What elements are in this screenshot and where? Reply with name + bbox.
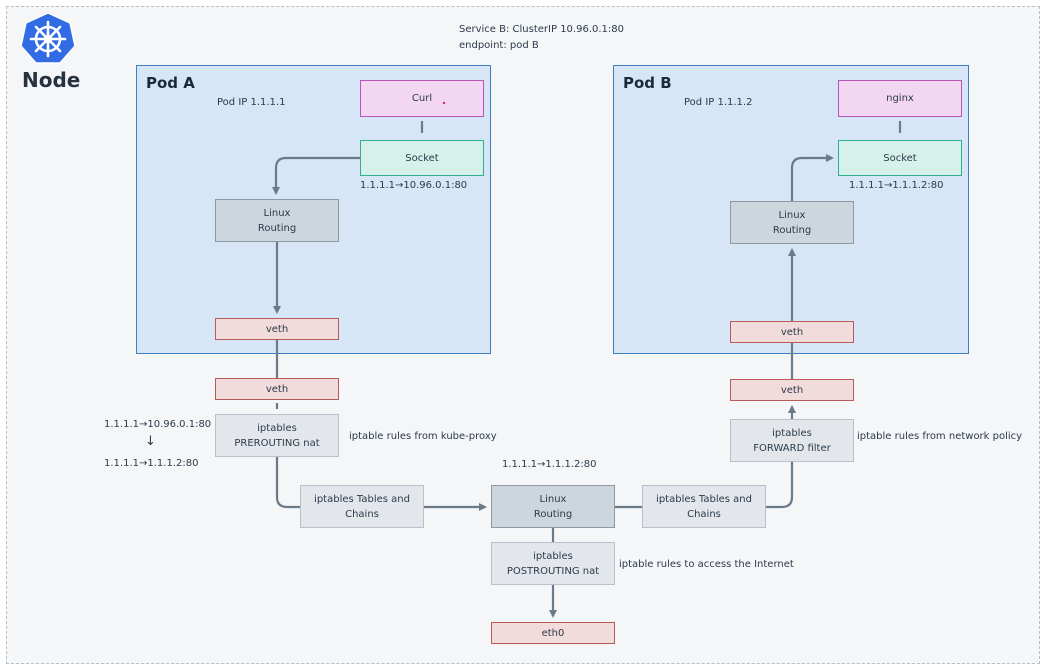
service-label: Service B: ClusterIP 10.96.0.1:80 xyxy=(459,24,624,35)
tables-forward-connector xyxy=(766,462,794,509)
host-routing-note: 1.1.1.1→1.1.1.2:80 xyxy=(502,459,597,470)
host-routing-box: Linux Routing xyxy=(491,485,615,528)
postrouting-note: iptable rules to access the Internet xyxy=(619,559,794,570)
prerouting-note: iptable rules from kube-proxy xyxy=(349,431,497,442)
pod-a-curl-box: Curl xyxy=(360,80,484,117)
socket-routing-arrow-a xyxy=(272,156,360,195)
host-veth-b-box: veth xyxy=(730,379,854,401)
dnat-from-label: 1.1.1.1→10.96.0.1:80 xyxy=(104,419,212,430)
eth0-box: eth0 xyxy=(491,622,615,644)
prerouting-tables-connector xyxy=(275,457,300,509)
pod-a-title: Pod A xyxy=(146,74,195,92)
dnat-arrow-icon: ↓ xyxy=(145,434,156,449)
tables-left-box: iptables Tables and Chains xyxy=(300,485,424,528)
postrouting-box: iptables POSTROUTING nat xyxy=(491,542,615,585)
host-veth-a-box: veth xyxy=(215,378,339,400)
forward-note: iptable rules from network policy xyxy=(857,431,1023,442)
pod-b-socket-box: Socket xyxy=(838,140,962,176)
dnat-to-label: 1.1.1.1→1.1.1.2:80 xyxy=(104,458,199,469)
node-label: Node xyxy=(22,68,81,92)
pod-b-routing-box: Linux Routing xyxy=(730,201,854,244)
pod-b-socket-note: 1.1.1.1→1.1.1.2:80 xyxy=(849,180,944,191)
pod-b-veth-box: veth xyxy=(730,321,854,343)
pod-b-title: Pod B xyxy=(623,74,672,92)
forward-box: iptables FORWARD filter xyxy=(730,419,854,462)
pod-b-nginx-box: nginx xyxy=(838,80,962,117)
prerouting-box: iptables PREROUTING nat xyxy=(215,414,339,457)
pod-a-socket-box: Socket xyxy=(360,140,484,176)
service-endpoint-label: endpoint: pod B xyxy=(459,40,539,51)
kubernetes-logo-icon xyxy=(20,12,76,64)
pod-b-ip: Pod IP 1.1.1.2 xyxy=(684,97,753,108)
cursor-dot xyxy=(442,101,446,105)
pod-a-routing-box: Linux Routing xyxy=(215,199,339,242)
pod-a-ip: Pod IP 1.1.1.1 xyxy=(217,97,286,108)
pod-a-socket-note: 1.1.1.1→10.96.0.1:80 xyxy=(360,180,468,191)
pod-a-veth-box: veth xyxy=(215,318,339,340)
tables-right-box: iptables Tables and Chains xyxy=(642,485,766,528)
routing-socket-arrow-b xyxy=(790,154,834,201)
